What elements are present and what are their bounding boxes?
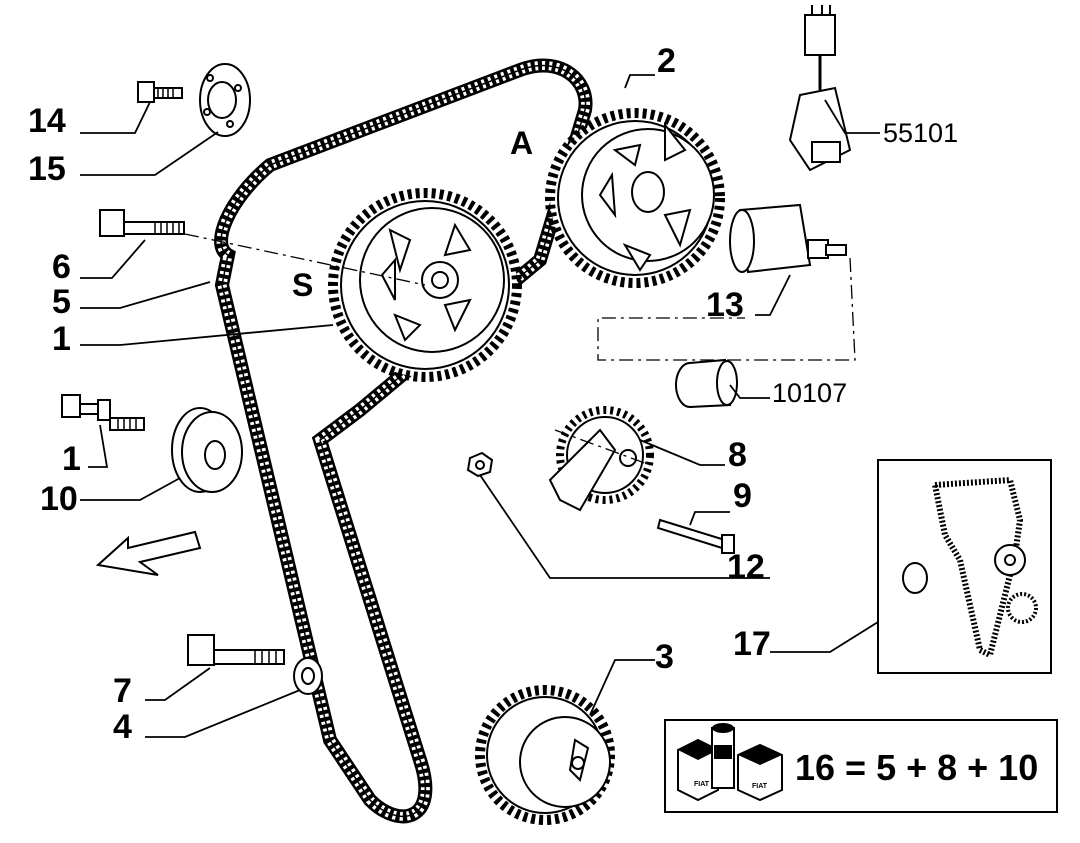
tensioner-8 [548, 406, 654, 512]
marker-s: S [292, 267, 313, 303]
phase-sensor-55101 [788, 5, 852, 172]
label-10: 10 [40, 480, 78, 518]
tensioner-axis [554, 429, 651, 466]
fiat-parts-box-icon: FIAT FIAT [677, 723, 783, 802]
kit-box-16: FIAT FIAT 16 = 5 + 8 + 10 [664, 719, 1058, 813]
kit-box-text-right: FIAT [752, 783, 768, 790]
idler-pulley [171, 407, 243, 493]
bolt-9 [656, 518, 735, 554]
label-1-bolt: 1 [62, 440, 81, 478]
exhaust-cam-pulley [545, 108, 725, 288]
label-8: 8 [728, 436, 747, 474]
bolt-1-small [61, 394, 145, 431]
bolt-6-axis [184, 233, 426, 286]
label-10107: 10107 [772, 378, 847, 408]
sensor-13-dashed-frame [597, 257, 856, 361]
washer-4 [293, 657, 323, 695]
label-5: 5 [52, 283, 71, 321]
timing-belt [214, 58, 593, 824]
label-3: 3 [655, 638, 674, 676]
sensor-13 [729, 203, 847, 274]
rotation-arrow-icon [95, 530, 202, 576]
label-55101: 55101 [883, 118, 958, 148]
label-17: 17 [733, 625, 771, 663]
label-9: 9 [733, 477, 752, 515]
leader-lines [80, 74, 880, 738]
label-13: 13 [706, 286, 744, 324]
label-15: 15 [28, 150, 66, 188]
crankshaft-pulley [475, 685, 615, 825]
kit-formula: 16 = 5 + 8 + 10 [795, 747, 1038, 788]
marker-a: A [510, 125, 533, 161]
label-6: 6 [52, 248, 71, 286]
nut-12 [466, 451, 494, 478]
bolt-14 [137, 81, 183, 103]
label-7: 7 [113, 672, 132, 710]
grommet-10107 [675, 358, 738, 408]
bolt-6 [99, 209, 185, 237]
bolt-7 [187, 634, 285, 666]
label-2: 2 [657, 42, 676, 80]
label-4: 4 [113, 708, 132, 746]
kit-inset-17 [877, 459, 1052, 674]
label-12: 12 [727, 548, 765, 586]
label-14: 14 [28, 102, 66, 140]
label-1-top: 1 [52, 320, 71, 358]
plate-15 [199, 63, 251, 137]
kit-box-text-left: FIAT [694, 781, 710, 788]
